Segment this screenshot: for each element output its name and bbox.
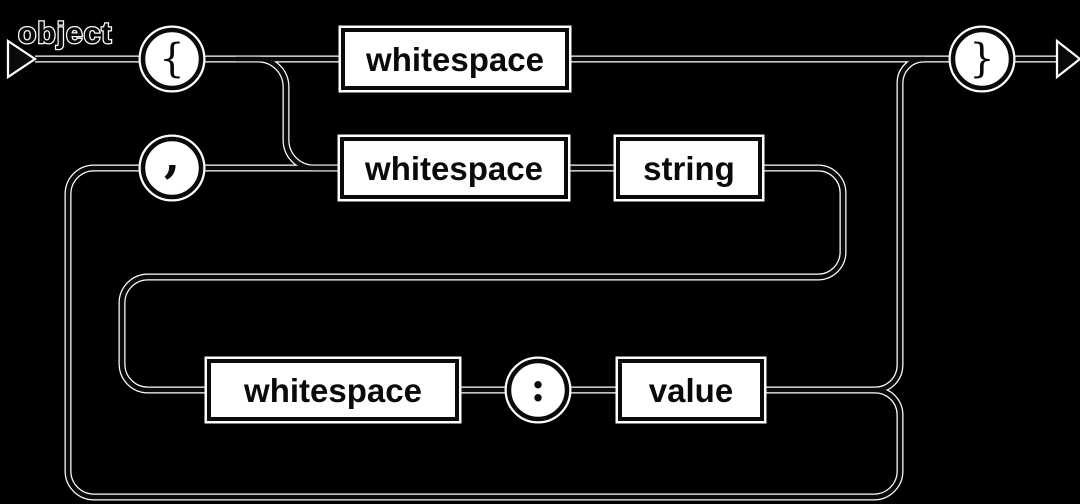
track-branch-halo (236, 59, 346, 168)
start-arrow-icon (6, 38, 38, 80)
whitespace-top-label: whitespace (365, 41, 544, 78)
close-brace-glyph: } (969, 36, 994, 82)
open-brace-circle (140, 27, 204, 91)
track-up-line (875, 59, 924, 390)
node-whitespace-top: whitespace (338, 25, 572, 93)
terminal-open-brace: { (138, 25, 206, 93)
end-arrow-icon (1055, 38, 1080, 80)
track-loop-halo (68, 168, 900, 497)
terminal-close-brace: } (948, 25, 1016, 93)
whitespace-bottom-label: whitespace (243, 372, 422, 409)
whitespace-middle-box (340, 137, 568, 199)
track-loop-line (68, 168, 900, 497)
whitespace-middle-label: whitespace (364, 150, 543, 187)
colon-circle (506, 358, 570, 422)
node-value: value (615, 356, 767, 424)
colon-glyph: : (531, 364, 546, 411)
string-label: string (643, 150, 735, 187)
close-brace-circle (950, 27, 1014, 91)
terminal-colon: : (504, 356, 572, 424)
value-box (618, 359, 764, 421)
comma-circle (140, 136, 204, 200)
node-whitespace-middle: whitespace (337, 134, 571, 202)
value-label: value (649, 372, 733, 409)
diagram-title: object (18, 17, 112, 50)
comma-glyph: , (164, 129, 180, 183)
terminal-comma: , (138, 129, 206, 202)
string-box (616, 137, 762, 199)
open-brace-glyph: { (159, 36, 184, 82)
track-cores (35, 59, 1057, 497)
whitespace-top-box (341, 28, 569, 90)
whitespace-bottom-box (207, 359, 459, 421)
node-string: string (613, 134, 765, 202)
node-whitespace-bottom: whitespace (204, 356, 462, 424)
